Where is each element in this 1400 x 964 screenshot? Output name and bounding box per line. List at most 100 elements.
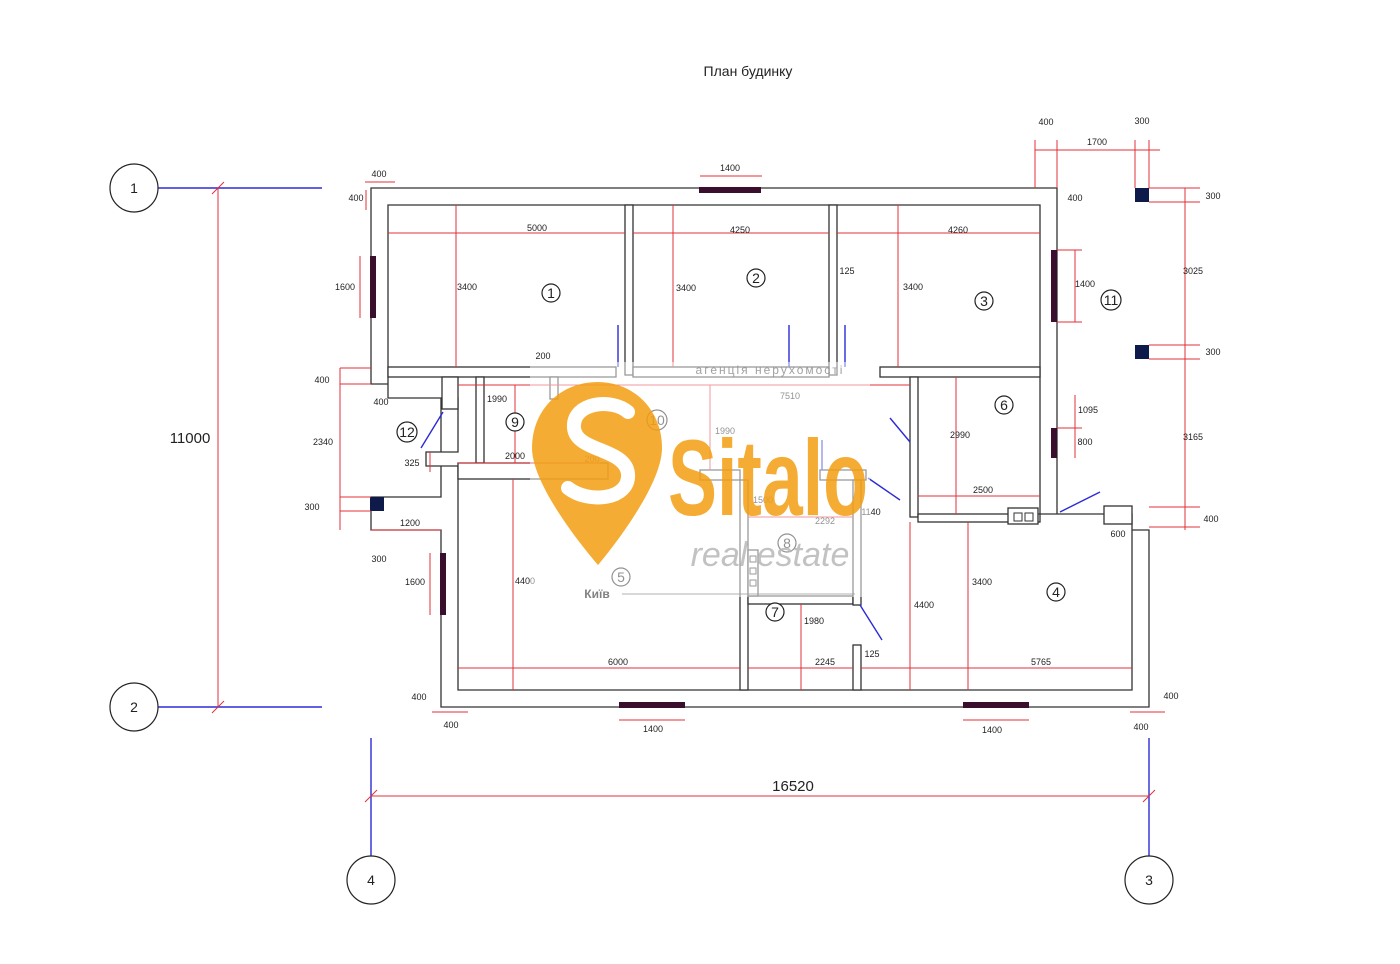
windows xyxy=(370,187,1057,708)
room-number-7: 7 xyxy=(771,604,779,620)
dim-label: 5765 xyxy=(1031,657,1051,667)
dim-label: 200 xyxy=(535,351,550,361)
wall-r7-right xyxy=(852,644,862,691)
dim-label: 400 xyxy=(348,193,363,203)
window-right-r6 xyxy=(1051,428,1057,458)
dim-label: 400 xyxy=(314,375,329,385)
dim-label: 4260 xyxy=(948,225,968,235)
dim-label: 4400 xyxy=(914,600,934,610)
wall-r2-r3 xyxy=(828,204,838,376)
overall-width-label: 16520 xyxy=(772,778,814,795)
dim-label: 300 xyxy=(1134,116,1149,126)
dim-label: 125 xyxy=(864,649,879,659)
dim-label: 300 xyxy=(1205,347,1220,357)
dim-label: 400 xyxy=(411,692,426,702)
dim-label: 1700 xyxy=(1087,137,1107,147)
wall-r1-r2 xyxy=(624,204,634,376)
dim-label: 3400 xyxy=(676,283,696,293)
window-right-r3 xyxy=(1051,250,1057,322)
dim-label: 4250 xyxy=(730,225,750,235)
wall-r9-left xyxy=(475,376,485,464)
dim-label: 5000 xyxy=(527,223,547,233)
window-left-r1 xyxy=(370,256,376,318)
columns xyxy=(370,188,1149,511)
axis-bubble-4 xyxy=(346,855,396,905)
wall-r6-bottom xyxy=(917,513,1041,523)
watermark-tagline: агенція нерухомості xyxy=(696,363,845,377)
dimension-lines xyxy=(339,140,1200,721)
axis-label-4: 4 xyxy=(367,872,375,888)
map-pin-icon xyxy=(532,382,662,565)
dim-label: 3400 xyxy=(903,282,923,292)
wall-r8-r7 xyxy=(747,595,854,605)
dim-label: 1400 xyxy=(720,163,740,173)
dim-label: 1600 xyxy=(335,282,355,292)
dim-label: 1400 xyxy=(1075,279,1095,289)
wall-r3-bottom xyxy=(879,366,1041,378)
dimension-labels: 400 400 1400 400 1700 300 400 300 3025 3… xyxy=(304,116,1220,735)
room-number-12: 12 xyxy=(399,424,415,440)
dim-label: 1990 xyxy=(487,394,507,404)
dim-label: 2990 xyxy=(950,430,970,440)
axis-label-3: 3 xyxy=(1145,872,1153,888)
wall-r4-stub xyxy=(1103,505,1133,525)
wall-r6-left xyxy=(909,376,919,518)
watermark-sub: real estate xyxy=(691,536,850,574)
window-left-r5 xyxy=(440,553,446,615)
door-r6 xyxy=(889,417,911,443)
watermark-city: Київ xyxy=(584,587,609,601)
room-number-9: 9 xyxy=(511,414,519,430)
dim-label: 3165 xyxy=(1183,432,1203,442)
dim-label: 400 xyxy=(1133,722,1148,732)
dim-label: 2500 xyxy=(973,485,993,495)
window-bottom-r4 xyxy=(963,702,1029,708)
overall-dimensions: 11000 16520 xyxy=(170,181,1156,803)
axis-bubble-1 xyxy=(109,163,159,213)
room-number-1: 1 xyxy=(547,285,555,301)
column-terrace-mid xyxy=(1135,345,1149,359)
dim-label: 400 xyxy=(1067,193,1082,203)
axis-bubble-2 xyxy=(109,682,159,732)
dim-label: 400 xyxy=(371,169,386,179)
stove-burner-icon xyxy=(1013,512,1023,522)
dim-label: 2000 xyxy=(505,451,525,461)
overall-height-label: 11000 xyxy=(170,430,211,447)
door-terrace xyxy=(1059,491,1101,513)
column-terrace-top xyxy=(1135,188,1149,202)
kitchen-unit xyxy=(1007,507,1039,525)
dim-label: 1400 xyxy=(982,725,1002,735)
dim-label: 3400 xyxy=(457,282,477,292)
dim-label: 125 xyxy=(839,266,854,276)
room-number-6: 6 xyxy=(1000,397,1008,413)
room-number-3: 3 xyxy=(980,293,988,309)
dim-label: 1980 xyxy=(804,616,824,626)
dim-label: 4400 xyxy=(515,576,535,586)
watermark-brand: Sitalo xyxy=(668,417,868,538)
window-bottom-r5 xyxy=(619,702,685,708)
axis-bubble-3 xyxy=(1124,855,1174,905)
dim-label: 400 xyxy=(1163,691,1178,701)
dim-label: 2340 xyxy=(313,437,333,447)
door-r12 xyxy=(420,411,444,449)
watermark-logo: Sitalo агенція нерухомості real estate К… xyxy=(530,362,870,601)
axis-label-2: 2 xyxy=(130,699,138,715)
dim-label: 1600 xyxy=(405,577,425,587)
axis-label-1: 1 xyxy=(130,180,138,196)
dim-label: 300 xyxy=(304,502,319,512)
dim-label: 3400 xyxy=(972,577,992,587)
dim-label: 3025 xyxy=(1183,266,1203,276)
dim-label: 400 xyxy=(1203,514,1218,524)
room-number-11: 11 xyxy=(1104,292,1119,308)
dim-label: 300 xyxy=(1205,191,1220,201)
dim-label: 400 xyxy=(373,397,388,407)
window-top xyxy=(699,187,761,193)
dim-label: 1140 xyxy=(861,507,880,517)
dim-label: 1200 xyxy=(400,518,420,528)
axis-grid: 1 2 4 3 xyxy=(109,163,1174,905)
dim-label: 400 xyxy=(1038,117,1053,127)
door-r7 xyxy=(859,604,883,641)
dim-label: 1095 xyxy=(1078,405,1098,415)
room-number-4: 4 xyxy=(1052,584,1060,600)
room-number-2: 2 xyxy=(752,270,760,286)
